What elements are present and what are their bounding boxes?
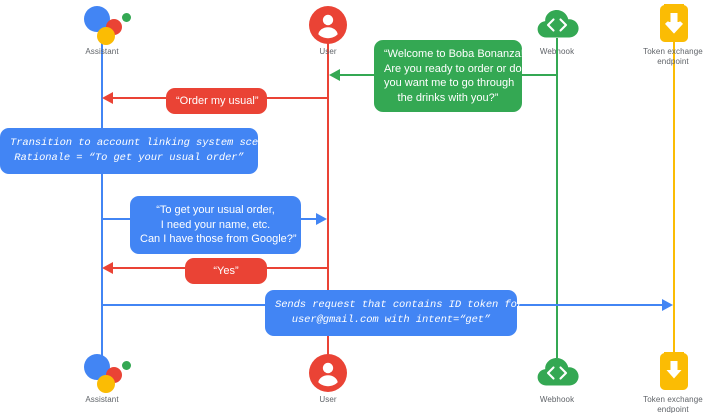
message-bubble-order-my-usual: “Order my usual” [166, 88, 267, 114]
order-my-usual-line-1: “Order my usual” [176, 95, 259, 107]
user-avatar-icon [309, 354, 347, 392]
arrowhead-ask-for-name [316, 213, 327, 225]
actor-label-user: User [319, 395, 337, 404]
actor-token-endpoint-top: Token exchange endpoint [613, 2, 725, 67]
message-bubble-ask-for-name: “To get your usual order, I need your na… [130, 196, 301, 254]
note-sends-request: Sends request that contains ID token for… [265, 290, 524, 336]
actor-label-user: User [319, 47, 337, 56]
lifeline-token-endpoint [673, 38, 675, 358]
google-assistant-icon [42, 350, 162, 393]
sends-request-line-1: Sends request that contains ID token for [275, 299, 524, 311]
arrowhead-order-my-usual [102, 92, 113, 104]
assistant-green-dot-icon [122, 361, 131, 370]
cloud-code-icon [537, 10, 579, 38]
actor-user-top: User [268, 2, 388, 57]
assistant-green-dot-icon [122, 13, 131, 22]
google-assistant-icon [42, 2, 162, 45]
arrowhead-sends-request [662, 299, 673, 311]
connector-webhook-down-welcome [556, 45, 558, 75]
assistant-yellow-dot-icon [97, 375, 115, 393]
lifeline-webhook [556, 38, 558, 358]
actor-label-assistant: Assistant [85, 395, 119, 404]
user-avatar-icon [309, 6, 347, 44]
ask-for-name-line-2: I need your name, etc. [160, 218, 271, 231]
sends-request-line-2: user@gmail.com with intent=“get” [291, 314, 491, 326]
welcome-line-3: you want me to go through [384, 77, 515, 89]
note-transition-to-account-linking: Transition to account linking system sce… [0, 128, 277, 174]
actor-token-endpoint-bottom: Token exchange endpoint [613, 350, 725, 413]
welcome-line-2: Are you ready to order or do [384, 62, 522, 75]
arrowhead-yes [102, 262, 113, 274]
transition-note-line-1: Transition to account linking system sce… [10, 137, 277, 149]
actor-label-token-endpoint-line2: endpoint [657, 57, 689, 66]
lifeline-assistant [101, 38, 103, 358]
transition-note-line-2: Rationale = “To get your usual order” [14, 152, 244, 164]
actor-label-token-endpoint-line2: endpoint [657, 405, 689, 413]
actor-label-token-endpoint-line1: Token exchange [643, 47, 703, 56]
ask-for-name-line-3: Can I have those from Google?” [140, 233, 297, 245]
actor-assistant-top: Assistant [42, 2, 162, 57]
assistant-yellow-dot-icon [97, 27, 115, 45]
welcome-line-4: the drinks with you?” [397, 91, 499, 104]
actor-user-bottom: User [268, 350, 388, 405]
lifeline-user [327, 38, 329, 358]
actor-label-token-endpoint-line1: Token exchange [643, 395, 703, 404]
download-box-icon [660, 352, 688, 390]
actor-webhook-bottom: Webhook [497, 350, 617, 405]
message-bubble-welcome: “Welcome to Boba Bonanza! Are you ready … [374, 40, 524, 112]
message-bubble-yes: “Yes” [185, 258, 267, 284]
arrowhead-welcome [329, 69, 340, 81]
ask-for-name-line-1: “To get your usual order, [156, 204, 275, 216]
download-box-icon [660, 4, 688, 42]
actor-label-assistant: Assistant [85, 47, 119, 56]
cloud-code-icon [537, 358, 579, 386]
actor-assistant-bottom: Assistant [42, 350, 162, 405]
yes-line-1: “Yes” [213, 265, 239, 277]
welcome-line-1: “Welcome to Boba Bonanza! [384, 48, 524, 60]
actor-label-webhook: Webhook [539, 395, 575, 404]
